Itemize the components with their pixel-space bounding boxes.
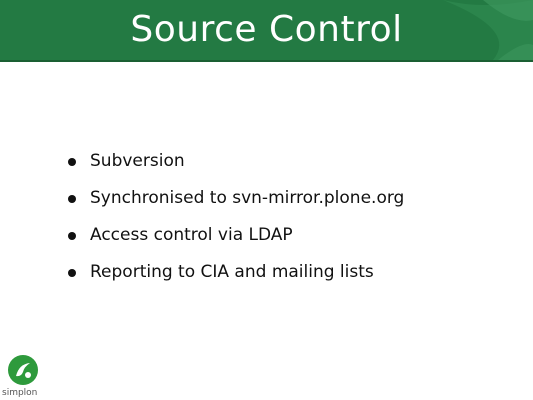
- bullet-icon: [68, 269, 76, 277]
- list-item: Access control via LDAP: [62, 217, 404, 254]
- bullet-text: Synchronised to svn-mirror.plone.org: [90, 188, 405, 208]
- title-divider: [0, 60, 533, 62]
- simplon-logo-icon: [8, 355, 38, 385]
- bullet-icon: [68, 158, 76, 166]
- list-item: Subversion: [62, 143, 404, 180]
- list-item: Reporting to CIA and mailing lists: [62, 254, 404, 291]
- simplon-logo: simplon: [2, 352, 44, 400]
- bullet-text: Subversion: [90, 151, 185, 171]
- title-bar: Source Control: [0, 0, 533, 60]
- bullet-text: Access control via LDAP: [90, 225, 293, 245]
- slide-title: Source Control: [130, 9, 403, 50]
- bullet-icon: [68, 195, 76, 203]
- list-item: Synchronised to svn-mirror.plone.org: [62, 180, 404, 217]
- logo-text: simplon: [2, 388, 38, 398]
- swoosh-decoration-icon: [443, 0, 533, 60]
- bullet-list: Subversion Synchronised to svn-mirror.pl…: [62, 143, 404, 291]
- bullet-icon: [68, 232, 76, 240]
- bullet-text: Reporting to CIA and mailing lists: [90, 262, 374, 282]
